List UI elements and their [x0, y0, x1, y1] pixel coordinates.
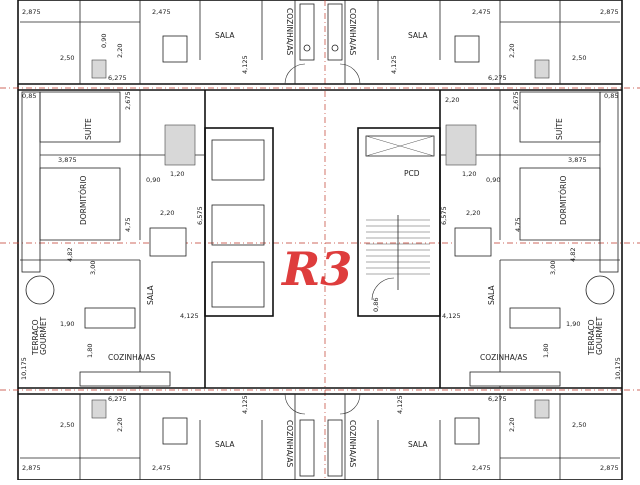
dimension-label: 2,20 — [116, 418, 124, 432]
room-label-cozinha: COZINHA/AS — [348, 8, 357, 56]
dimension-label: 6,275 — [108, 74, 127, 82]
dimension-label: 2,20 — [466, 209, 480, 217]
left-units — [20, 90, 205, 388]
dimension-label: 2,50 — [60, 421, 74, 429]
dimension-label: 2,675 — [512, 91, 520, 110]
dimension-label: 2,475 — [152, 8, 171, 16]
dimension-label: 4,125 — [241, 395, 249, 414]
dimension-label: 2,475 — [152, 464, 171, 472]
dimension-label: 2,475 — [472, 8, 491, 16]
stair-treads — [366, 215, 430, 301]
dimension-label: 4,125 — [442, 312, 461, 320]
room-label-sala: SALA — [215, 31, 235, 40]
dimension-label: 0,90 — [100, 34, 108, 48]
room-label-suite: SUÍTE — [555, 118, 564, 140]
dimension-label: 4,75 — [124, 218, 132, 232]
dimension-label: 4,75 — [514, 218, 522, 232]
dimension-label: 2,50 — [60, 54, 74, 62]
room-label-dormitorio: DORMITÓRIO — [79, 176, 88, 225]
dimension-label: 1,90 — [60, 320, 74, 328]
room-label-cozinha: COZINHA/AS — [480, 353, 528, 362]
dimension-label: 2,675 — [124, 91, 132, 110]
dimension-label: 4,125 — [241, 55, 249, 74]
elevator-shaft — [204, 127, 274, 317]
dimension-label: 1,20 — [462, 170, 476, 178]
stair-core — [357, 127, 441, 317]
dimension-label: 0,85 — [604, 92, 618, 100]
dimension-label: 4,125 — [180, 312, 199, 320]
dimension-label: 1,20 — [170, 170, 184, 178]
room-label-cozinha: COZINHA/AS — [285, 420, 294, 468]
dimension-label: 6,575 — [440, 206, 448, 225]
room-label-cozinha: COZINHA/AS — [285, 8, 294, 56]
room-label-dormitorio: DORMITÓRIO — [559, 176, 568, 225]
room-label-sala: SALA — [487, 285, 496, 305]
dimension-label: 1,80 — [86, 344, 94, 358]
dimension-label: 2,875 — [600, 464, 619, 472]
dimension-label: 4,82 — [66, 248, 74, 262]
dimension-label: 2,20 — [160, 209, 174, 217]
bottom-units — [20, 393, 620, 480]
room-label-pcd: PCD — [404, 169, 420, 178]
dimension-label: 0,86 — [372, 298, 380, 312]
dimension-label: 0,90 — [146, 176, 160, 184]
dimension-label: 2,20 — [445, 96, 459, 104]
room-label-gourmet: GOURMET — [39, 316, 48, 355]
dimension-label: 2,50 — [572, 54, 586, 62]
dimension-label: 1,80 — [542, 344, 550, 358]
dimension-label: 4,125 — [390, 55, 398, 74]
dimension-label: 6,575 — [196, 206, 204, 225]
dimension-label: 10,175 — [20, 357, 28, 380]
dimension-label: 3,00 — [549, 261, 557, 275]
dimension-label: 4,125 — [396, 395, 404, 414]
room-label-suite: SUÍTE — [84, 118, 93, 140]
r3-logo-watermark: R3 — [280, 242, 352, 296]
dimension-label: 2,475 — [472, 464, 491, 472]
room-label-cozinha: COZINHA/AS — [348, 420, 357, 468]
shaft-box — [365, 135, 435, 157]
dimension-label: 2,875 — [600, 8, 619, 16]
dimension-label: 2,875 — [22, 8, 41, 16]
dimension-label: 10,175 — [614, 357, 622, 380]
room-label-sala: SALA — [408, 31, 428, 40]
room-label-gourmet: GOURMET — [595, 316, 604, 355]
dimension-label: 3,875 — [568, 156, 587, 164]
top-units — [20, 0, 620, 85]
room-label-sala: SALA — [146, 285, 155, 305]
right-units — [440, 90, 620, 388]
shaft-cross — [365, 135, 435, 157]
dimension-label: 3,00 — [89, 261, 97, 275]
dimension-label: 6,275 — [108, 395, 127, 403]
room-label-cozinha: COZINHA/AS — [108, 353, 156, 362]
dimension-label: 0,85 — [22, 92, 36, 100]
dimension-label: 0,90 — [486, 176, 500, 184]
elevator-car — [211, 139, 265, 181]
room-label-terraco: TERRAÇO — [587, 319, 596, 356]
dimension-label: 2,20 — [116, 44, 124, 58]
dimension-label: 1,90 — [566, 320, 580, 328]
dimension-label: 6,275 — [488, 74, 507, 82]
room-label-sala: SALA — [215, 440, 235, 449]
dimension-label: 6,275 — [488, 395, 507, 403]
room-label-terraco: TERRAÇO — [31, 319, 40, 356]
elevator-car — [211, 204, 265, 246]
dimension-label: 3,875 — [58, 156, 77, 164]
dimension-label: 4,82 — [569, 248, 577, 262]
dimension-label: 2,50 — [572, 421, 586, 429]
dimension-label: 2,20 — [508, 44, 516, 58]
elevator-car — [211, 261, 265, 308]
dimension-label: 2,875 — [22, 464, 41, 472]
dimension-label: 2,20 — [508, 418, 516, 432]
room-label-sala: SALA — [408, 440, 428, 449]
